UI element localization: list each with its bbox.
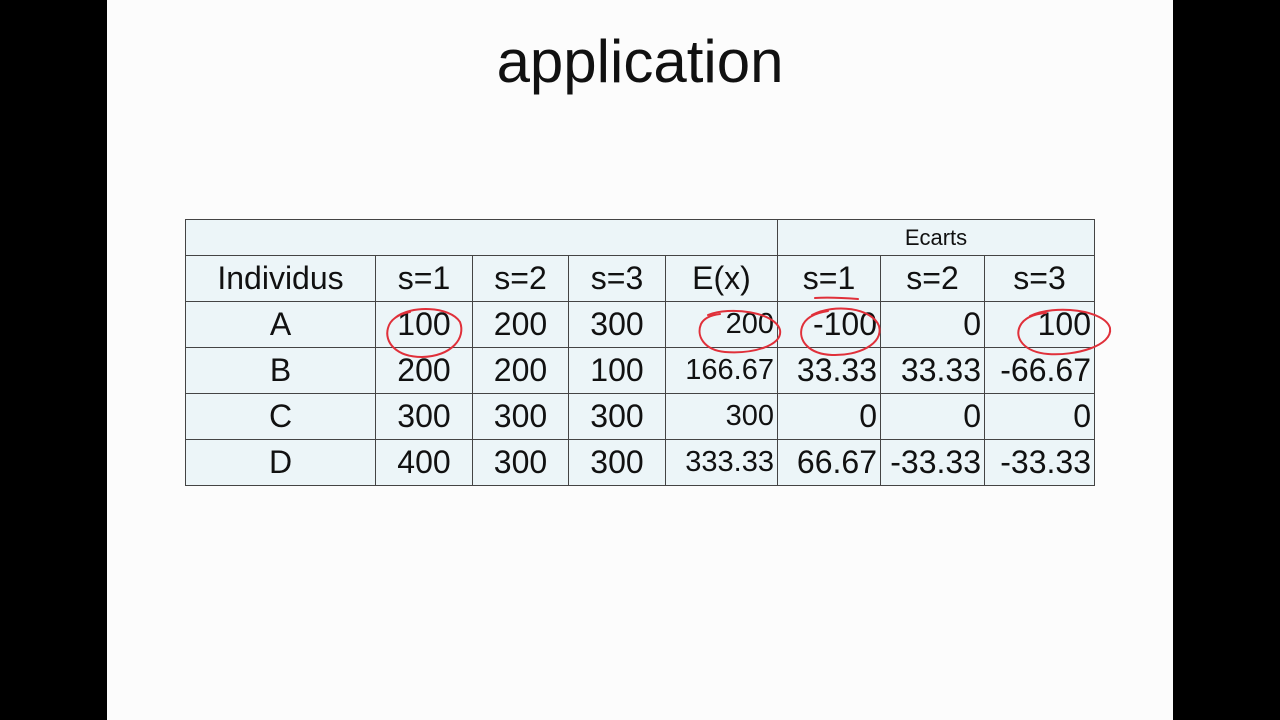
table-header-row: Individus s=1 s=2 s=3 E(x) s=1 s=2 s=3 — [185, 255, 1095, 302]
header-individus: Individus — [185, 255, 376, 302]
table-cell: 0 — [984, 393, 1095, 440]
table-cell: 300 — [472, 439, 569, 486]
table-cell: 200 — [472, 347, 569, 394]
table-cell: 200 — [472, 301, 569, 348]
table-cell: A — [185, 301, 376, 348]
table-cell: C — [185, 393, 376, 440]
table-cell: 300 — [568, 301, 666, 348]
table-cell: B — [185, 347, 376, 394]
empty-group-cell — [185, 219, 778, 256]
table-cell: 100 — [568, 347, 666, 394]
header-ex: E(x) — [665, 255, 778, 302]
table-cell: 300 — [568, 439, 666, 486]
header-s3: s=3 — [568, 255, 666, 302]
slide-title: application — [496, 28, 784, 95]
ecarts-group-header: Ecarts — [777, 219, 1095, 256]
data-table: Ecarts Individus s=1 s=2 s=3 E(x) s=1 s=… — [185, 219, 1095, 486]
table-cell: -33.33 — [984, 439, 1095, 486]
header-ecart-s2: s=2 — [880, 255, 985, 302]
table-cell: 166.67 — [665, 347, 778, 394]
table-cell: 100 — [375, 301, 473, 348]
header-ecart-s3: s=3 — [984, 255, 1095, 302]
table-cell: 33.33 — [777, 347, 881, 394]
table-row: D 400 300 300 333.33 66.67 -33.33 -33.33 — [185, 439, 1095, 486]
table-row: B 200 200 100 166.67 33.33 33.33 -66.67 — [185, 347, 1095, 394]
table-cell: -100 — [777, 301, 881, 348]
table-row: C 300 300 300 300 0 0 0 — [185, 393, 1095, 440]
table-cell: 333.33 — [665, 439, 778, 486]
table-cell: 33.33 — [880, 347, 985, 394]
header-ecart-s1: s=1 — [777, 255, 881, 302]
header-s1: s=1 — [375, 255, 473, 302]
table-cell: 300 — [568, 393, 666, 440]
table-cell: 300 — [665, 393, 778, 440]
table-cell: 0 — [777, 393, 881, 440]
table-row: A 100 200 300 200 -100 0 100 — [185, 301, 1095, 348]
table-cell: 300 — [375, 393, 473, 440]
header-s2: s=2 — [472, 255, 569, 302]
table-cell: 66.67 — [777, 439, 881, 486]
table-cell: 400 — [375, 439, 473, 486]
table-cell: 0 — [880, 393, 985, 440]
table-cell: 300 — [472, 393, 569, 440]
table-cell: D — [185, 439, 376, 486]
table-cell: 200 — [665, 301, 778, 348]
table-group-row: Ecarts — [185, 219, 1095, 256]
table-cell: -66.67 — [984, 347, 1095, 394]
table-cell: 100 — [984, 301, 1095, 348]
table-cell: 0 — [880, 301, 985, 348]
table-cell: -33.33 — [880, 439, 985, 486]
table-cell: 200 — [375, 347, 473, 394]
